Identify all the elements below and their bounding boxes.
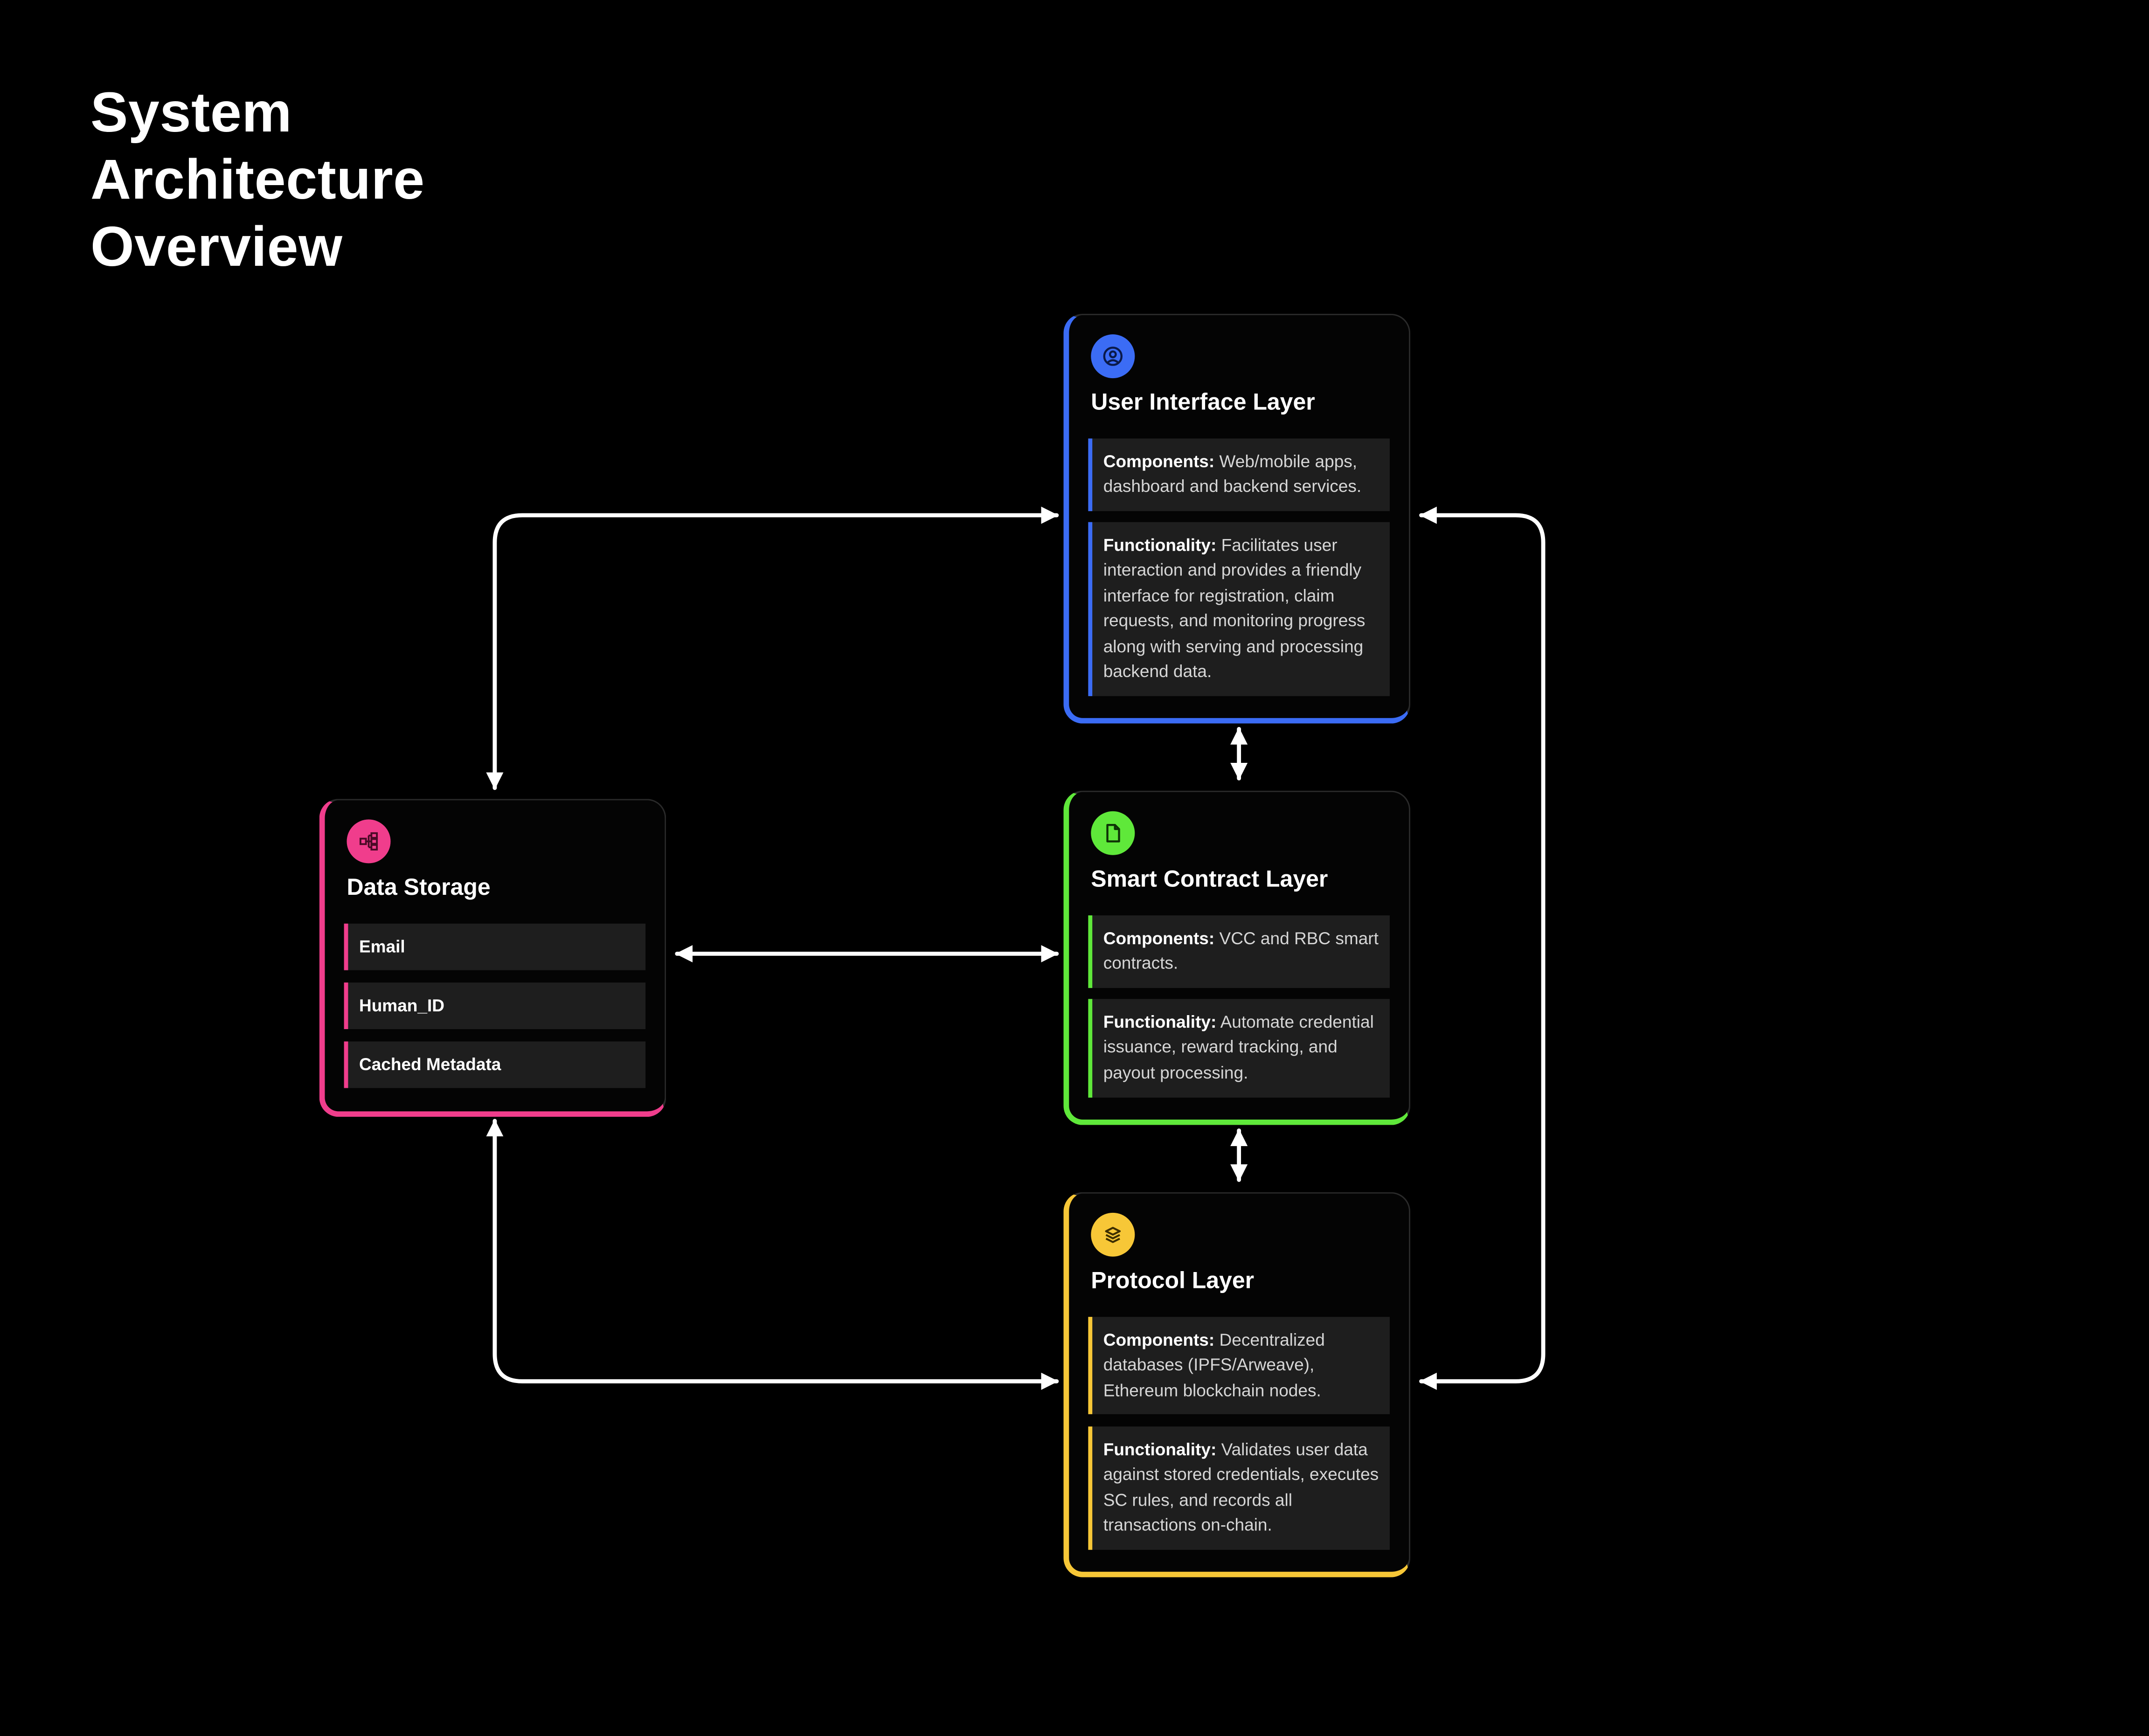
smart-contract-functionality-label: Functionality: <box>1103 1012 1217 1032</box>
page-title: System Architecture Overview <box>90 81 425 278</box>
storage-item-cached-metadata: Cached Metadata <box>344 1041 646 1088</box>
smart-contract-layer-card: Smart Contract Layer Components: VCC and… <box>1063 790 1411 1125</box>
storage-item-human-id: Human_ID <box>344 982 646 1030</box>
smart-contract-functionality-block: Functionality: Automate credential issua… <box>1088 999 1390 1098</box>
smart-contract-functionality-text: Automate credential issuance, reward tra… <box>1103 1012 1374 1083</box>
smart-contract-components-label: Components: <box>1103 929 1215 948</box>
user-circle-icon <box>1091 334 1135 379</box>
connector-storage-ui <box>486 506 1059 790</box>
smart-contract-components-text: VCC and RBC smart contracts. <box>1103 929 1379 974</box>
ui-layer-title: User Interface Layer <box>1091 389 1315 415</box>
protocol-functionality-label: Functionality: <box>1103 1440 1217 1459</box>
network-icon <box>347 819 391 864</box>
protocol-layer-card: Protocol Layer Components: Decentralized… <box>1063 1192 1411 1577</box>
protocol-components-block: Components: Decentralized databases (IPF… <box>1088 1317 1390 1414</box>
ui-components-label: Components: <box>1103 452 1215 471</box>
ui-functionality-block: Functionality: Facilitates user interact… <box>1088 522 1390 696</box>
protocol-functionality-block: Functionality: Validates user data again… <box>1088 1426 1390 1550</box>
protocol-functionality-text: Validates user data against stored crede… <box>1103 1440 1379 1535</box>
connector-storage-protocol <box>486 1119 1059 1390</box>
layers-icon <box>1091 1212 1135 1257</box>
ui-components-block: Components: Web/mobile apps, dashboard a… <box>1088 438 1390 512</box>
ui-layer-card: User Interface Layer Components: Web/mob… <box>1063 313 1411 724</box>
data-storage-title: Data Storage <box>347 874 491 900</box>
data-storage-card: Data Storage Email Human_ID Cached Metad… <box>319 799 666 1117</box>
smart-contract-components-block: Components: VCC and RBC smart contracts. <box>1088 915 1390 988</box>
file-icon <box>1091 811 1135 855</box>
storage-item-email: Email <box>344 923 646 970</box>
smart-contract-layer-title: Smart Contract Layer <box>1091 866 1328 892</box>
protocol-components-text: Decentralized databases (IPFS/Arweave), … <box>1103 1330 1325 1400</box>
protocol-layer-title: Protocol Layer <box>1091 1267 1255 1294</box>
ui-functionality-label: Functionality: <box>1103 536 1217 555</box>
ui-components-text: Web/mobile apps, dashboard and backend s… <box>1103 452 1362 497</box>
protocol-components-label: Components: <box>1103 1330 1215 1350</box>
ui-functionality-text: Facilitates user interaction and provide… <box>1103 536 1366 681</box>
connector-ui-protocol <box>1419 506 1546 1390</box>
